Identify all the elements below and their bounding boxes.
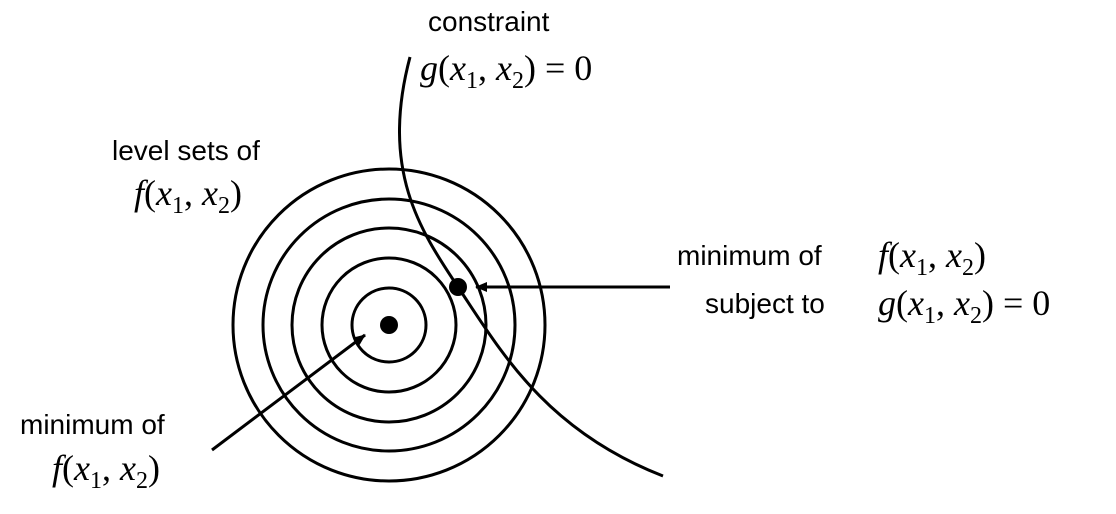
constraint-title: constraint bbox=[428, 6, 550, 37]
unconstrained-minimum-line1: minimum of bbox=[20, 409, 165, 440]
level-set-circle-5 bbox=[231, 167, 547, 483]
unconstrained-minimum-arrow bbox=[211, 333, 366, 452]
level-set-circle-4 bbox=[261, 197, 517, 453]
constrained-minimum-line2: subject to bbox=[705, 288, 825, 319]
constrained-minimum-expression2: g(x1, x2) = 0 bbox=[878, 283, 1050, 329]
level-sets-expression: f(x1, x2) bbox=[134, 173, 242, 219]
level-set-circle-3 bbox=[290, 226, 488, 424]
constrained-minimum-point bbox=[449, 278, 467, 296]
constrained-minimum-expression1: f(x1, x2) bbox=[878, 235, 986, 281]
unconstrained-minimum-point bbox=[380, 316, 398, 334]
level-set-circle-2 bbox=[320, 256, 458, 394]
constraint-curve bbox=[398, 56, 664, 478]
level-sets bbox=[231, 167, 547, 483]
constrained-minimum-line1: minimum of bbox=[677, 240, 822, 271]
unconstrained-minimum-expression: f(x1, x2) bbox=[52, 448, 160, 494]
level-sets-title: level sets of bbox=[112, 135, 260, 166]
constraint-expression: g(x1, x2) = 0 bbox=[420, 48, 592, 94]
level-set-circle-1 bbox=[350, 286, 428, 364]
